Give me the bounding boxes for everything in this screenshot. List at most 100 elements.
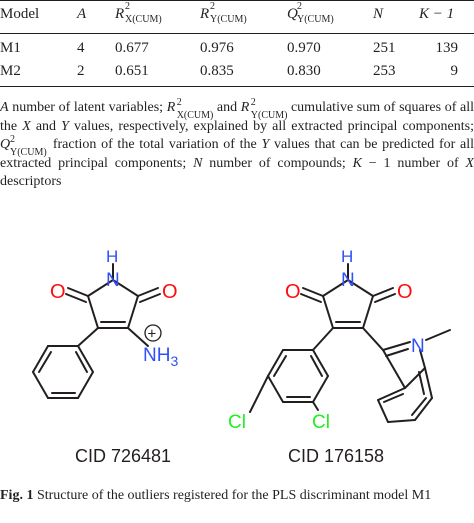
footnote-text: values that can be predicted for all ext… (0, 137, 474, 171)
bond (312, 327, 334, 351)
footnote-text: and (213, 100, 241, 115)
bond (38, 351, 52, 373)
charge-circle-icon (144, 324, 162, 342)
row1-k: 139 (435, 40, 459, 56)
bond (77, 345, 94, 373)
bond (387, 419, 416, 423)
header-n: N (373, 6, 384, 22)
atom-o-left: O (285, 281, 301, 303)
atom-n-indole: N (411, 336, 425, 357)
bond (139, 293, 161, 303)
row2-k: 9 (450, 63, 459, 79)
footnote-ry-sup: 2 (250, 97, 256, 108)
bond (322, 295, 334, 329)
bond (249, 375, 269, 413)
bond (300, 293, 322, 303)
bond (347, 279, 374, 297)
bond (362, 327, 384, 351)
footnote-ry-sub: Y(CUM) (250, 110, 288, 121)
footnote-q-sup: 2 (10, 134, 15, 145)
header-q-symbol: Q (287, 6, 298, 22)
footnote-text: fraction of the total variation of the (48, 137, 262, 152)
header-a: A (77, 6, 87, 22)
table-header-rule (0, 33, 474, 34)
header-ry-symbol: R (200, 6, 210, 22)
bond (385, 348, 409, 357)
bond (312, 401, 319, 411)
footnote-a: A (0, 100, 9, 115)
header-q-sup: 2 (297, 1, 302, 12)
molecule-726481-structure: O O N H NH3 + (32, 250, 178, 399)
atom-cl-ortho: Cl (312, 412, 330, 433)
bond (67, 287, 89, 297)
bond (312, 375, 329, 403)
atom-n-ring: N (106, 270, 120, 291)
footnote-y: Y (61, 118, 69, 134)
cid-label-176158: CID 176158 (288, 446, 385, 466)
footnote-text: descriptors (0, 174, 62, 189)
atom-nh3-sub: 3 (170, 353, 178, 369)
charge-plus: + (148, 326, 157, 343)
footnote-text: number of latent variables; (8, 100, 167, 115)
bond (32, 371, 49, 399)
bond (425, 329, 451, 341)
header-ry-sup: 2 (210, 1, 215, 12)
bond (377, 387, 406, 401)
footnote-x: X (22, 118, 31, 134)
bond (382, 341, 411, 351)
bond (87, 295, 99, 329)
cid-label-726481: CID 726481 (75, 446, 172, 466)
atom-n-ring: N (341, 270, 355, 291)
atom-cl-para: Cl (228, 412, 246, 433)
row2-rx: 0.651 (115, 63, 149, 79)
bond (77, 327, 99, 347)
footnote-rx-symbol: R (166, 100, 176, 115)
atom-h: H (106, 250, 118, 266)
header-model: Model (0, 6, 40, 22)
bond (273, 355, 287, 377)
row2-ry: 0.835 (200, 63, 234, 79)
caption-label: Fig. 1 (0, 488, 34, 503)
bond (383, 393, 404, 403)
footnote-k: K (352, 155, 362, 171)
bond (372, 287, 394, 297)
atom-o-left: O (50, 281, 66, 303)
row1-model: M1 (0, 40, 21, 56)
atom-nh3-symbol: NH (143, 345, 170, 366)
bonds-176158 (249, 263, 451, 423)
row1-n: 251 (373, 40, 396, 56)
atom-h: H (341, 250, 353, 266)
header-ry-sub: Y(CUM) (210, 14, 247, 25)
table-top-rule (0, 0, 474, 1)
bond (127, 327, 149, 347)
footnote-n: N (193, 155, 203, 171)
footnote-rx-sub: X(CUM) (176, 110, 214, 121)
bond (112, 279, 139, 297)
bond (322, 279, 349, 297)
footnote-text: values, respectively, explained by all e… (68, 118, 474, 134)
footnote-text: cumulative sum of squares of all the (0, 100, 474, 134)
bond (418, 371, 425, 395)
bond (374, 293, 396, 303)
row1-q: 0.970 (287, 40, 321, 56)
bond (32, 345, 49, 373)
row2-a: 2 (77, 63, 85, 79)
atom-nh3: NH3 (143, 345, 178, 369)
bond (77, 371, 94, 399)
bond (267, 375, 284, 403)
bond (127, 295, 139, 329)
header-k: K − 1 (419, 6, 455, 22)
bond (137, 287, 159, 297)
row1-rx: 0.677 (115, 40, 149, 56)
footnote-text: and (30, 118, 62, 134)
footnote-text: − 1 number of (361, 155, 466, 171)
bond (312, 349, 329, 377)
row2-n: 253 (373, 63, 396, 79)
bond (310, 355, 323, 377)
header-rx-sup: 2 (125, 1, 130, 12)
bond (362, 295, 374, 329)
footnote-q-symbol: Q (0, 137, 11, 152)
